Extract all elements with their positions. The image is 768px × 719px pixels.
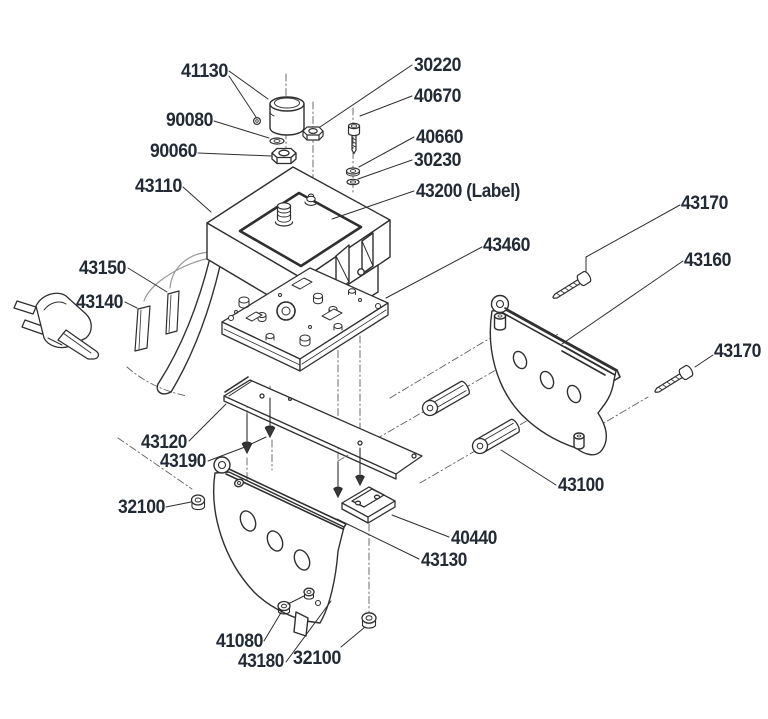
part-label-90080: 90080 [166, 109, 213, 131]
part-label-32100-bottom: 32100 [293, 647, 342, 669]
part-label-43130: 43130 [421, 549, 467, 571]
part-label-43140: 43140 [76, 291, 123, 313]
part-label-90060: 90060 [150, 140, 197, 162]
part-label-43170-top: 43170 [681, 192, 728, 214]
hex-nut-30220 [302, 126, 324, 141]
pcb-43460 [221, 267, 389, 372]
part-label-43150: 43150 [79, 257, 126, 279]
insulation-strip-43140 [134, 305, 151, 352]
part-label-43190: 43190 [160, 450, 206, 472]
set-screw-90080 [253, 116, 262, 125]
part-label-41080: 41080 [216, 630, 263, 652]
bottom-bracket-43130 [213, 456, 347, 637]
part-labels: 41130 30220 40670 90080 90060 40660 3023… [76, 54, 762, 672]
part-label-43170-bottom: 43170 [714, 340, 761, 362]
part-label-30220: 30220 [414, 54, 461, 76]
part-label-43100: 43100 [558, 474, 604, 496]
part-label-43460: 43460 [483, 234, 530, 256]
mounting-plate-43120 [223, 376, 423, 480]
part-label-40660: 40660 [416, 126, 463, 148]
part-label-40670: 40670 [414, 85, 461, 107]
part-label-40440: 40440 [451, 527, 497, 549]
leader-lines [124, 64, 714, 663]
knob-41130 [269, 96, 305, 136]
hex-nut-32100-left [190, 494, 206, 511]
standoff-43100-upper [421, 380, 470, 417]
screw-40670 [347, 122, 361, 155]
hex-nut-43180 [303, 587, 315, 600]
part-label-32100-left: 32100 [118, 496, 165, 518]
cord-clamp-40440 [341, 486, 396, 524]
hex-nut-41080 [277, 600, 291, 615]
part-label-43160: 43160 [684, 249, 731, 271]
washer-40660 [345, 167, 361, 177]
power-cord-bundle [156, 257, 221, 395]
part-label-43120: 43120 [141, 431, 187, 453]
insulation-strip-43150 [165, 290, 180, 335]
part-label-43110: 43110 [135, 175, 183, 197]
label-area-43200 [238, 191, 363, 268]
part-label-30230: 30230 [414, 149, 461, 171]
part-label-43180: 43180 [238, 650, 284, 672]
side-bracket-43160 [489, 294, 621, 456]
hex-nut-32100-bottom [361, 612, 377, 629]
screw-43170-bottom [654, 364, 694, 393]
washer-30230 [346, 178, 360, 186]
part-label-43200: 43200 (Label) [416, 180, 520, 202]
part-label-41130: 41130 [181, 60, 229, 82]
clamp-screws [333, 447, 365, 499]
power-cord-plug [13, 292, 100, 360]
standoff-43100-lower [471, 418, 520, 455]
screw-43170-top [552, 270, 592, 299]
hex-nut-90060 [271, 147, 297, 165]
washer-under-knob [269, 137, 285, 145]
